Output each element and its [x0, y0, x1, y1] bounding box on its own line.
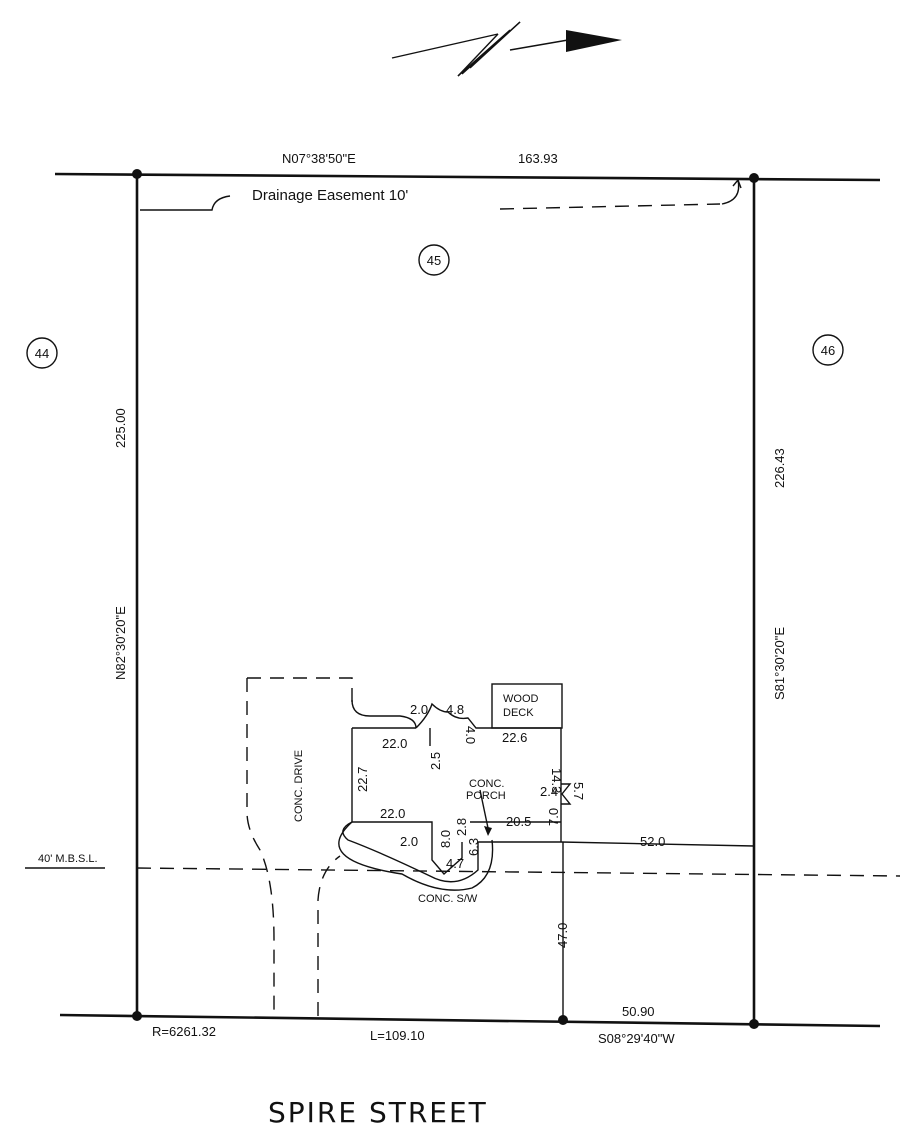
- bottom-right-distance-label: 50.90: [622, 1004, 655, 1019]
- house-outline: [351, 699, 755, 1018]
- svg-text:20.5: 20.5: [506, 814, 531, 829]
- svg-text:2.4: 2.4: [540, 784, 558, 799]
- bottom-right-bearing-label: S08°29'40"W: [598, 1031, 675, 1046]
- corner-pin: [132, 169, 142, 179]
- svg-text:22.0: 22.0: [382, 736, 407, 751]
- left-distance-label: 225.00: [113, 408, 128, 448]
- corner-pin: [132, 1011, 142, 1021]
- svg-text:22.6: 22.6: [502, 730, 527, 745]
- svg-text:46: 46: [821, 343, 835, 358]
- setback-line: 40' M.B.S.L.: [25, 853, 901, 877]
- boundary-top-line: [54, 172, 881, 182]
- svg-text:44: 44: [35, 346, 49, 361]
- concrete-drive: CONC. DRIVE: [246, 677, 353, 1016]
- svg-text:47.0: 47.0: [555, 923, 570, 948]
- lot-number-center: 45: [418, 244, 450, 276]
- svg-text:14.3: 14.3: [549, 768, 564, 793]
- wood-deck: WOOD DECK: [491, 683, 563, 729]
- svg-text:45: 45: [427, 253, 441, 268]
- north-arrow-icon: [391, 21, 622, 77]
- svg-text:WOOD: WOOD: [503, 693, 538, 705]
- svg-text:2.8: 2.8: [454, 818, 469, 836]
- svg-text:8.0: 8.0: [438, 830, 453, 848]
- property-boundary: [54, 169, 881, 1029]
- concrete-porch: CONC. PORCH: [466, 778, 506, 836]
- svg-text:PORCH: PORCH: [466, 790, 506, 802]
- svg-text:DECK: DECK: [503, 707, 534, 719]
- svg-text:4.0: 4.0: [463, 726, 478, 744]
- top-bearing-label: N07°38'50"E: [282, 151, 356, 166]
- right-bearing-label: S81°30'20"E: [772, 627, 787, 700]
- svg-text:22.0: 22.0: [380, 806, 405, 821]
- concrete-sidewalk: CONC. S/W: [338, 821, 494, 905]
- lot-number-left: 44: [26, 337, 58, 369]
- top-distance-label: 163.93: [518, 151, 558, 166]
- svg-text:22.7: 22.7: [355, 767, 370, 792]
- left-bearing-label: N82°30'20"E: [113, 606, 128, 680]
- lot-number-right: 46: [812, 334, 844, 366]
- svg-text:4.8: 4.8: [446, 702, 464, 717]
- drainage-easement: Drainage Easement 10': [140, 178, 742, 211]
- corner-pin: [749, 173, 759, 183]
- street-name: SPIRE STREET: [268, 1096, 488, 1129]
- svg-text:2.5: 2.5: [428, 752, 443, 770]
- sidewalk-label: CONC. S/W: [418, 893, 478, 905]
- svg-text:7.0: 7.0: [546, 808, 561, 826]
- bottom-radius-label: R=6261.32: [152, 1024, 216, 1039]
- boundary-bottom-line: [59, 1013, 881, 1028]
- right-distance-label: 226.43: [772, 448, 787, 488]
- svg-text:2.0: 2.0: [410, 702, 428, 717]
- svg-text:5.7: 5.7: [571, 782, 586, 800]
- house-dimensions: 2.0 4.8 4.0 22.0 2.5 22.6 14.3 22.7 2.4 …: [355, 702, 665, 948]
- svg-text:4.7: 4.7: [446, 856, 464, 871]
- svg-text:52.0: 52.0: [640, 834, 665, 849]
- drive-label: CONC. DRIVE: [293, 750, 305, 822]
- setback-label: 40' M.B.S.L.: [38, 853, 98, 865]
- easement-label: Drainage Easement 10': [252, 187, 408, 204]
- svg-text:CONC.: CONC.: [469, 778, 504, 790]
- svg-text:2.0: 2.0: [400, 834, 418, 849]
- corner-pin: [558, 1015, 568, 1025]
- svg-text:6.3: 6.3: [466, 838, 481, 856]
- bottom-arc-label: L=109.10: [370, 1028, 425, 1043]
- corner-pin: [749, 1019, 759, 1029]
